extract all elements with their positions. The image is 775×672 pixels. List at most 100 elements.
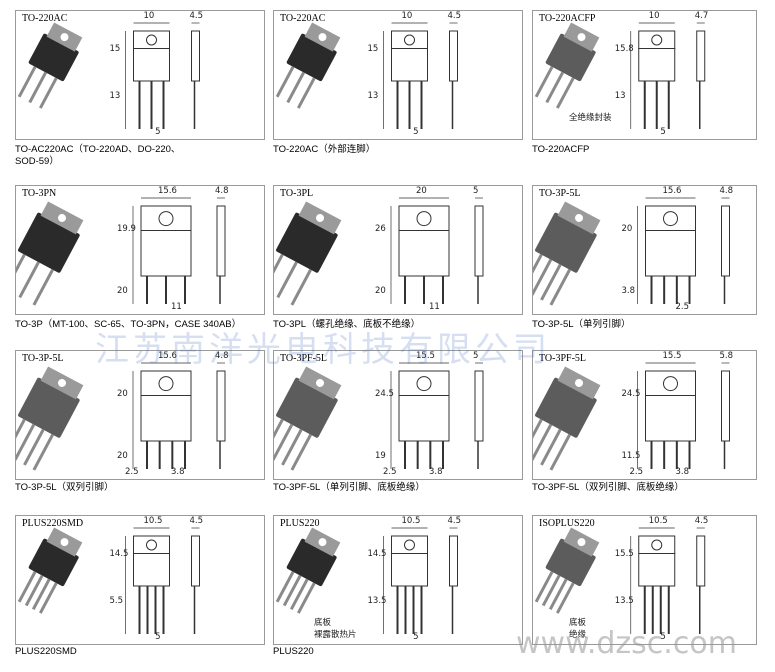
dimension-label: 2.5	[125, 467, 139, 477]
dimension-label: 4.5	[447, 11, 462, 21]
dimension-label: 13	[367, 91, 379, 101]
dimension-label: 4.5	[694, 516, 709, 526]
package-caption: TO-220AC（外部连脚）	[273, 144, 376, 155]
package-caption: TO-3PF-5L（单列引脚、底板绝缘）	[273, 482, 425, 493]
dimension-label: 15.5	[614, 548, 634, 559]
dimension-label: 10	[401, 11, 413, 21]
package-note: 底板 绝缘	[569, 618, 587, 640]
package-tag: TO-3PF-5L	[280, 353, 328, 364]
package-tag: TO-3PN	[22, 188, 57, 199]
dimension-label: 3.8	[621, 286, 636, 296]
dimension-label: 15.6	[158, 186, 177, 196]
dimension-label: 24.5	[621, 388, 641, 399]
dimension-label: 15.5	[416, 351, 435, 361]
package-illustration	[16, 362, 226, 471]
dimension-label: 5	[155, 127, 161, 137]
package-tag: TO-3P-5L	[539, 188, 581, 199]
package-illustration	[533, 197, 730, 306]
dimension-label: 3.8	[675, 467, 690, 477]
dimension-label: 5	[473, 186, 479, 196]
site-watermark: www.dzsc.com	[516, 626, 737, 661]
dimension-label: 5	[413, 632, 419, 642]
package-note: 全绝缘封装	[569, 113, 612, 123]
package-illustration	[533, 362, 730, 471]
dimension-label: 11	[171, 302, 182, 312]
dimension-label: 4.7	[694, 11, 709, 21]
dimension-label: 13.5	[367, 596, 387, 606]
dimension-label: 14.5	[367, 548, 387, 559]
dimension-label: 5.5	[109, 596, 124, 606]
package-illustration	[534, 22, 706, 129]
dimension-label: 20	[416, 186, 427, 196]
package-tag: TO-3PF-5L	[539, 353, 587, 364]
dimension-label: 10.5	[143, 516, 163, 526]
dimension-label: 4.5	[189, 11, 204, 21]
dimension-label: 5.8	[719, 351, 734, 361]
dimension-label: 5	[155, 632, 161, 642]
dimension-label: 20	[117, 286, 128, 296]
package-drawing-frame: TO-3PF-5L 15.5 5.8 24.5 11.5 3.8 2.5	[532, 350, 757, 480]
dimension-label: 4.8	[215, 186, 229, 196]
package-illustration	[274, 197, 484, 306]
dimension-label: 3.8	[171, 467, 185, 477]
dimension-label: 15	[367, 43, 379, 54]
dimension-label: 10	[143, 11, 155, 21]
package-illustration	[275, 22, 458, 129]
dimension-label: 24.5	[375, 388, 394, 399]
package-illustration	[274, 362, 484, 471]
package-caption: TO-220ACFP	[532, 144, 590, 155]
dimension-label: 10.5	[648, 516, 668, 526]
company-watermark: 江苏南洋光电科技有限公司	[95, 330, 551, 370]
package-illustration	[17, 527, 200, 634]
dimension-label: 11.5	[621, 451, 641, 461]
package-caption: TO-3P-5L（双列引脚）	[15, 482, 114, 493]
package-caption: TO-AC220AC（TO-220AD、DO-220、 SOD-59）	[15, 144, 181, 167]
dimension-label: 20	[117, 388, 128, 399]
package-tag: ISOPLUS220	[539, 518, 595, 529]
package-illustration	[534, 527, 706, 634]
package-tag: PLUS220	[280, 518, 320, 529]
dimension-label: 3.8	[429, 467, 443, 477]
package-caption: TO-3PL（螺孔绝缘、底板不绝缘）	[273, 319, 421, 330]
dimension-label: 15.5	[662, 351, 682, 361]
dimension-label: 15.6	[662, 186, 682, 196]
package-tag: TO-220ACFP	[539, 13, 596, 24]
package-caption: TO-3P（MT-100、SC-65、TO-3PN，CASE 340AB）	[15, 319, 242, 330]
dimension-label: 4.5	[447, 516, 462, 526]
dimension-label: 15.8	[614, 43, 634, 54]
dimension-label: 2.5	[629, 467, 644, 477]
dimension-label: 20	[117, 451, 128, 461]
package-tag: TO-3PL	[280, 188, 314, 199]
package-illustration	[275, 527, 458, 634]
dimension-label: 5	[660, 127, 666, 137]
package-illustration	[16, 197, 226, 306]
dimension-label: 4.8	[719, 186, 734, 196]
dimension-label: 10	[648, 11, 660, 21]
dimension-label: 4.8	[215, 351, 229, 361]
dimension-label: 10.5	[401, 516, 421, 526]
package-tag: PLUS220SMD	[22, 518, 84, 529]
dimension-label: 2.5	[383, 467, 397, 477]
dimension-label: 13	[109, 91, 121, 101]
dimension-label: 5	[473, 351, 479, 361]
